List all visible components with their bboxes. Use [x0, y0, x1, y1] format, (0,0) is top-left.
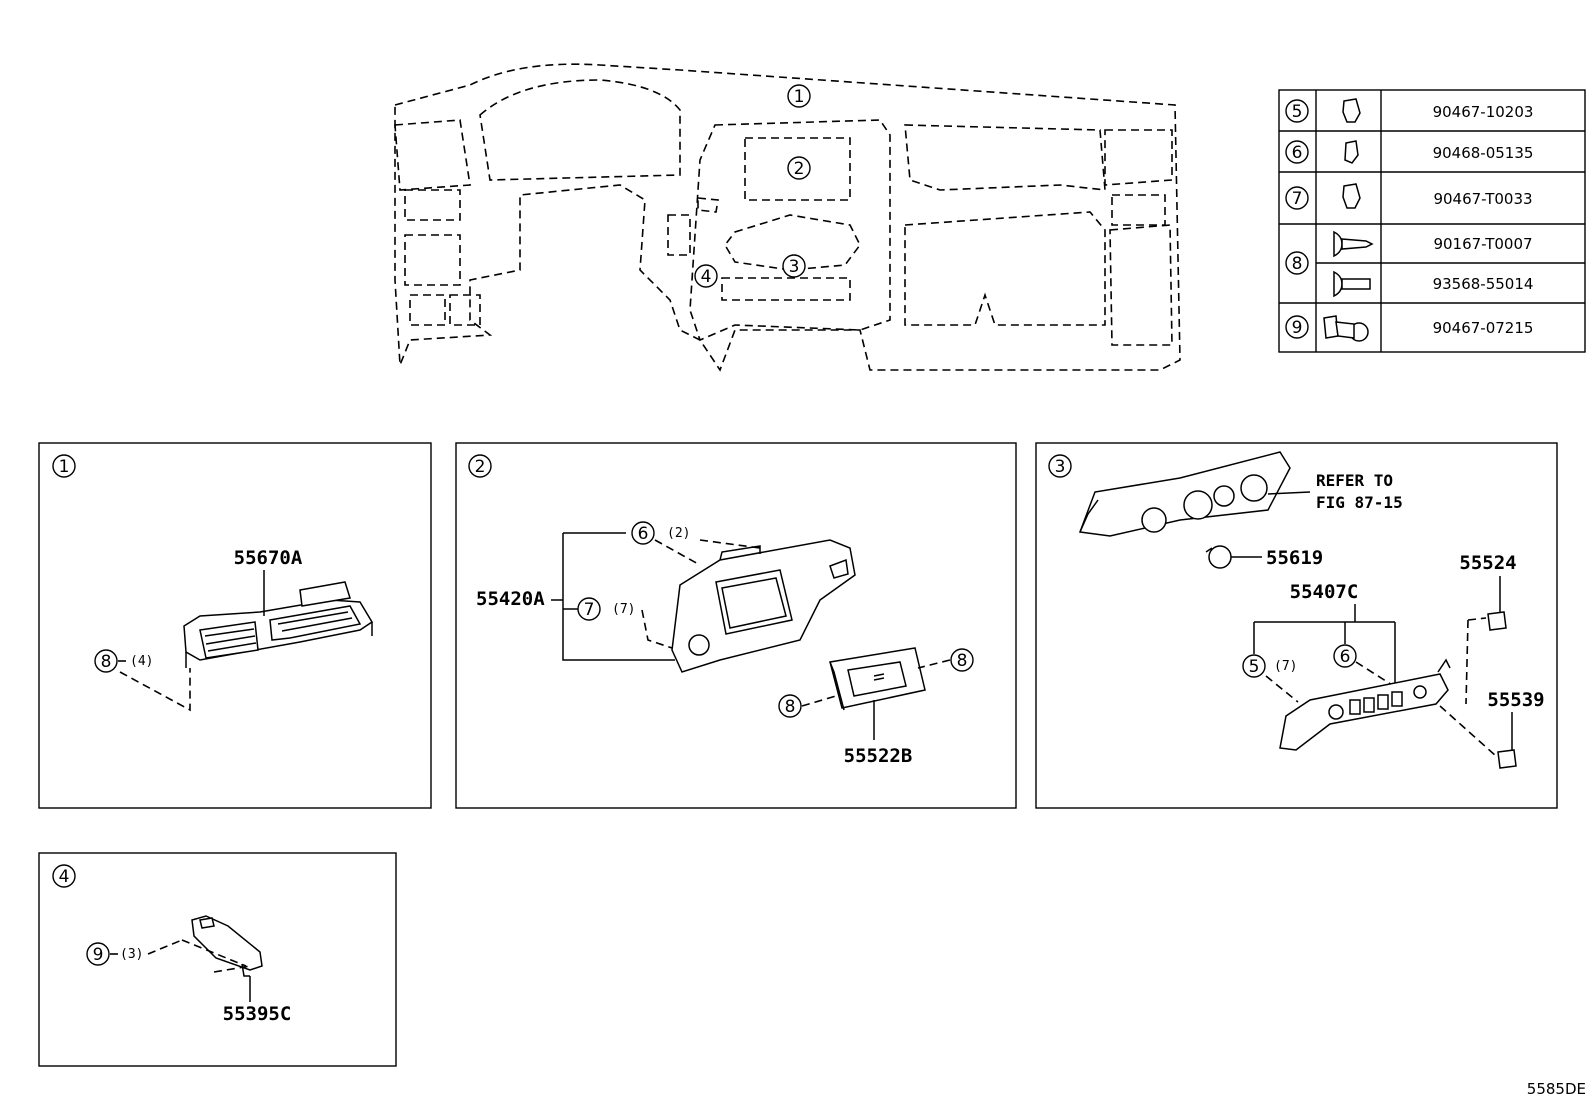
push-rivet-icon	[1323, 315, 1369, 342]
svg-text:55670A: 55670A	[234, 547, 303, 569]
svg-text:55539: 55539	[1487, 689, 1544, 711]
svg-text:8: 8	[1292, 254, 1303, 274]
svg-text:90167-T0007: 90167-T0007	[1433, 235, 1532, 253]
svg-text:8: 8	[101, 652, 112, 672]
svg-text:5: 5	[1249, 657, 1260, 677]
screw-icon	[1333, 270, 1371, 298]
panel-4: 4 9 (3) 55395C	[38, 852, 397, 1067]
panel-2: 2 55420A 6 (2) 7 (7) 8 8	[455, 442, 1017, 809]
overview-callout-3: 3	[782, 254, 806, 278]
switch-blank-upper	[1487, 611, 1507, 631]
svg-text:3: 3	[789, 257, 800, 277]
svg-text:(4): (4)	[130, 654, 153, 669]
svg-text:4: 4	[59, 867, 70, 887]
panel-3: 3 REFER TO FIG 87-15 55619 55407C 5 (7) …	[1035, 442, 1558, 809]
svg-text:2: 2	[475, 457, 486, 477]
switch-blank-lower	[1497, 749, 1517, 769]
svg-text:9: 9	[1292, 318, 1303, 338]
center-vent-assembly	[183, 581, 374, 668]
svg-text:8: 8	[785, 697, 796, 717]
svg-text:90468-05135: 90468-05135	[1433, 144, 1534, 162]
svg-text:55395C: 55395C	[223, 1003, 292, 1025]
svg-text:(3): (3)	[120, 947, 143, 962]
svg-text:8: 8	[957, 651, 968, 671]
switch-panel	[1279, 658, 1451, 751]
svg-text:90467-10203: 90467-10203	[1433, 103, 1534, 121]
svg-text:90467-T0033: 90467-T0033	[1433, 190, 1532, 208]
svg-text:FIG 87-15: FIG 87-15	[1316, 493, 1403, 512]
svg-text:2: 2	[794, 159, 805, 179]
table-row: 6 90468-05135	[1285, 140, 1534, 164]
svg-text:93568-55014: 93568-55014	[1433, 275, 1534, 293]
svg-text:90467-07215: 90467-07215	[1433, 319, 1534, 337]
svg-text:(2): (2)	[667, 526, 690, 541]
svg-text:55619: 55619	[1266, 547, 1323, 569]
svg-text:7: 7	[584, 600, 595, 620]
svg-text:55420A: 55420A	[476, 588, 545, 610]
fastener-table: 5 90467-10203 6 90468-05135 7 90467-T003…	[1278, 89, 1586, 353]
overview-callout-4: 4	[694, 264, 718, 288]
clip-icon	[1342, 98, 1361, 123]
overview-callout-1: 1	[787, 84, 811, 108]
center-cluster-panel	[671, 539, 856, 673]
svg-text:3: 3	[1055, 457, 1066, 477]
svg-text:5: 5	[1292, 102, 1303, 122]
svg-text:1: 1	[59, 457, 70, 477]
table-row: 7 90467-T0033	[1285, 183, 1533, 210]
svg-text:1: 1	[794, 87, 805, 107]
svg-text:55524: 55524	[1459, 552, 1516, 574]
figure-code: 5585DE	[1527, 1080, 1586, 1098]
svg-text:4: 4	[701, 267, 712, 287]
svg-text:6: 6	[1340, 647, 1351, 667]
svg-text:9: 9	[93, 945, 104, 965]
knob	[1205, 545, 1232, 569]
overview-callout-2: 2	[787, 156, 811, 180]
dashboard-overview	[394, 63, 1181, 372]
svg-text:REFER TO: REFER TO	[1316, 471, 1393, 490]
svg-text:55407C: 55407C	[1290, 581, 1359, 603]
svg-text:6: 6	[638, 524, 649, 544]
climate-control-bezel	[1078, 451, 1291, 537]
screw-icon	[1333, 230, 1374, 258]
switch-module	[829, 647, 926, 711]
svg-text:(7): (7)	[1274, 659, 1297, 674]
panel-1: 1 55670A 8 (4)	[38, 442, 432, 809]
svg-text:55522B: 55522B	[844, 745, 913, 767]
bracket-part	[191, 915, 263, 977]
table-row: 9 90467-07215	[1285, 315, 1534, 342]
table-row: 5 90467-10203	[1285, 98, 1534, 123]
svg-text:(7): (7)	[612, 602, 635, 617]
svg-text:7: 7	[1292, 189, 1303, 209]
svg-text:6: 6	[1292, 143, 1303, 163]
clip-icon	[1344, 140, 1359, 164]
table-row: 8 90167-T0007 93568-55014	[1285, 230, 1534, 298]
clip-icon	[1342, 183, 1361, 209]
